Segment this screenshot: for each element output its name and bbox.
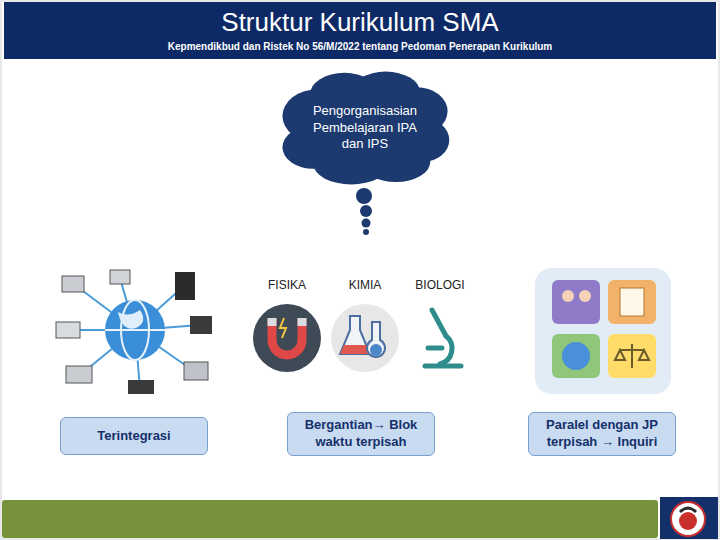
logo-face — [679, 512, 697, 530]
device — [62, 276, 84, 292]
globe — [105, 300, 165, 360]
device — [184, 362, 208, 380]
footer-corner — [660, 497, 718, 539]
subtitle: Kepmendikbud dan Ristek No 56/M/2022 ten… — [168, 41, 553, 52]
slide-title: Struktur Kurikulum SMA — [0, 7, 720, 38]
device — [190, 316, 212, 334]
subject-label: KIMIA — [349, 278, 382, 292]
microscope-base — [425, 364, 461, 369]
person-icon — [562, 290, 574, 302]
spark — [280, 318, 286, 338]
device — [128, 380, 154, 394]
subject-label: FISIKA — [268, 278, 306, 292]
subject-label: BIOLOGI — [415, 278, 464, 292]
option-text: Paralel dengan JP terpisah → Inquiri — [537, 417, 667, 451]
globe-land — [118, 310, 143, 329]
option-box: Bergantian→ Blok waktu terpisah — [287, 412, 435, 456]
flask-liquid — [370, 344, 382, 356]
magnet-poles — [272, 318, 302, 326]
option-box: Paralel dengan JP terpisah → Inquiri — [528, 412, 676, 456]
bubble — [362, 219, 371, 228]
option-text: Bergantian→ Blok waktu terpisah — [296, 417, 426, 451]
device — [66, 366, 92, 383]
logo-hair — [680, 508, 696, 512]
tile — [608, 280, 656, 324]
thought-cloud: Pengorganisasian Pembelajaran IPA dan IP… — [279, 68, 451, 188]
social-ground — [535, 268, 671, 394]
tile — [608, 334, 656, 378]
scales-icon — [615, 344, 649, 368]
microscope-tube — [432, 310, 446, 336]
globe-equator — [105, 329, 165, 331]
microscope-stage — [428, 346, 442, 351]
cloud-text: Pengorganisasian Pembelajaran IPA dan IP… — [304, 103, 426, 154]
flask-circle — [331, 304, 399, 372]
science-icons — [253, 304, 461, 372]
bubble — [360, 205, 372, 217]
tile — [552, 280, 600, 324]
option-box: Terintegrasi — [60, 417, 208, 455]
device — [110, 270, 130, 284]
microscope — [425, 310, 461, 366]
magnet — [272, 318, 302, 355]
thought-bubbles — [356, 188, 372, 235]
document-icon — [620, 288, 644, 316]
footer-bar — [2, 500, 658, 538]
tile — [552, 334, 600, 378]
device — [56, 322, 80, 338]
magnet-circle — [253, 304, 321, 372]
globe-icon — [562, 342, 590, 370]
flask — [367, 322, 385, 357]
network-devices — [56, 270, 212, 394]
option-text: Terintegrasi — [97, 428, 170, 445]
bubble — [356, 188, 372, 204]
logo — [671, 502, 705, 536]
social-illustration — [535, 268, 671, 394]
bubble — [363, 229, 369, 235]
device — [175, 272, 195, 300]
person-icon — [579, 290, 591, 302]
flask-liquid — [340, 345, 370, 354]
flask — [340, 316, 370, 354]
